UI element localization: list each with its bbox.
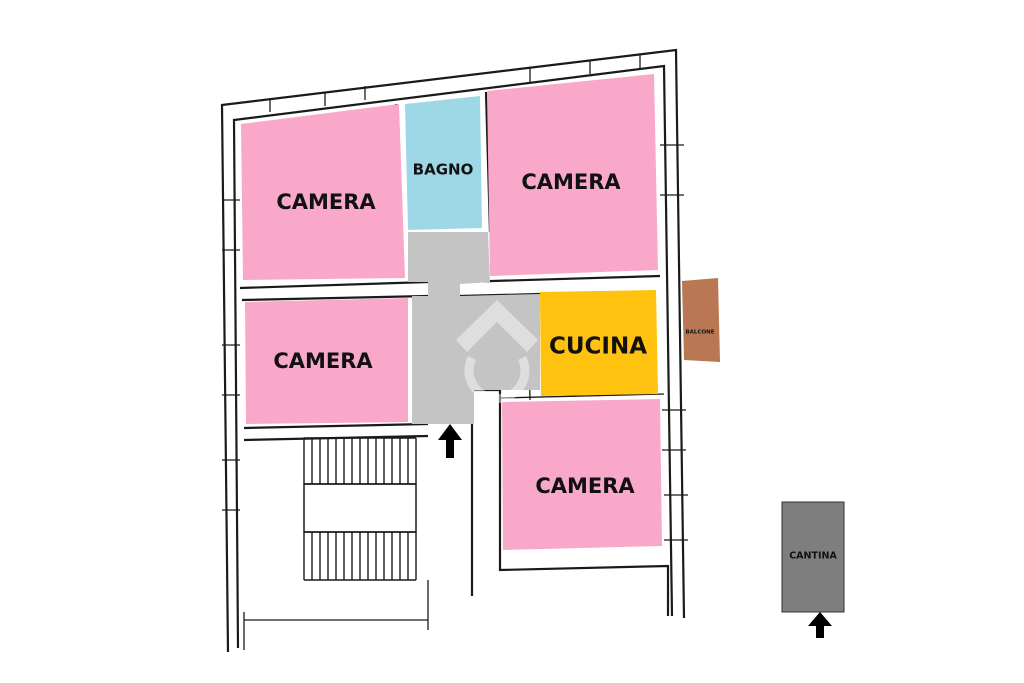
room-fill — [502, 399, 662, 550]
room-camera-top-left: CAMERA — [241, 104, 405, 280]
room-label-balcone: BALCONE — [685, 330, 714, 336]
room-camera-middle-left: CAMERA — [245, 298, 408, 424]
room-fill — [540, 290, 658, 396]
room-label-bagno: BAGNO — [413, 161, 474, 179]
room-camera-top-right: CAMERA — [487, 74, 658, 276]
stairs-lower-flight — [303, 531, 417, 581]
arrow-up-icon — [438, 424, 462, 458]
room-fill — [241, 104, 405, 280]
house-watermark-icon — [456, 300, 538, 404]
cantina: CANTINA — [781, 501, 845, 613]
corridor — [408, 232, 540, 424]
staircase — [303, 437, 417, 581]
room-label-camera-middle-left: CAMERA — [273, 349, 373, 373]
room-cucina: CUCINA — [540, 290, 658, 396]
room-label-cantina: CANTINA — [789, 551, 837, 562]
room-label-camera-top-right: CAMERA — [521, 170, 621, 194]
room-label-camera-bottom-right: CAMERA — [535, 474, 635, 498]
room-fill — [487, 74, 658, 276]
corridor-fill — [408, 232, 540, 424]
room-label-cucina: CUCINA — [549, 334, 647, 360]
room-label-camera-top-left: CAMERA — [276, 190, 376, 214]
cantina-arrow-up-icon — [808, 612, 832, 638]
room-fill — [245, 298, 408, 424]
cantina-fill — [781, 501, 845, 613]
stairs-upper-flight — [303, 437, 417, 485]
balcone-fill — [682, 278, 720, 362]
room-camera-bottom-right: CAMERA — [502, 399, 662, 550]
room-fill — [405, 96, 482, 230]
balcone: BALCONE — [682, 278, 720, 362]
room-bagno: BAGNO — [405, 96, 482, 230]
